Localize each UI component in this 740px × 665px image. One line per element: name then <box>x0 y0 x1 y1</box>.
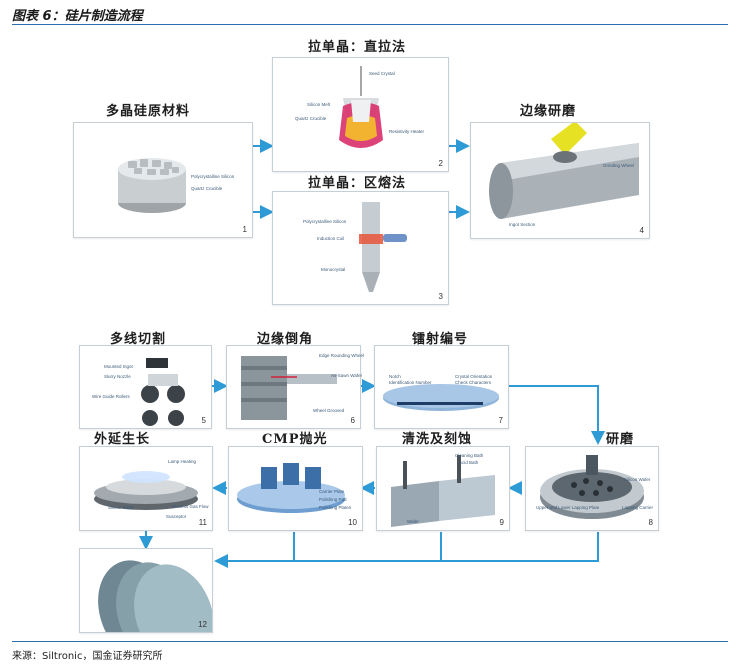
connector-8 <box>226 532 599 562</box>
step-3-box: Polycrystalline Silicon Induction Coil M… <box>272 191 449 305</box>
annotation: Silicon Wafer <box>108 505 135 510</box>
label-step-2: 拉单晶：直拉法 <box>308 40 407 55</box>
step-number: 3 <box>438 292 443 301</box>
annotation: Polishing Platen <box>319 505 352 510</box>
source-note: 来源：Siltronic，国金证券研究所 <box>12 651 163 662</box>
polysilicon-crucible-illustration <box>118 158 186 213</box>
step-number: 10 <box>348 518 357 527</box>
step-7-box: Notch Crystal Orientation Identification… <box>374 345 509 429</box>
annotation: Susceptor <box>166 514 187 519</box>
wire-saw-illustration <box>141 358 185 426</box>
annotation: Edge Rounding Wheel <box>319 353 365 358</box>
top-rule <box>12 24 728 25</box>
annotation: Upper and Lower Lapping Plate <box>536 505 600 510</box>
edge-rounding-illustration <box>241 356 337 420</box>
annotation: Carrier Plate <box>319 489 345 494</box>
annotation: Polycrystalline Silicon <box>303 219 347 224</box>
label-step-5: 多线切割 <box>110 332 167 347</box>
step-5-box: Mounted Ingot Slurry Nozzle Wire Guide R… <box>79 345 212 429</box>
annotation: Polishing Pad <box>319 497 347 502</box>
annotation: Silicon Melt <box>307 102 331 107</box>
step-number: 12 <box>198 620 207 629</box>
step-8-box: Silicon Wafer Upper and Lower Lapping Pl… <box>525 446 659 531</box>
step-12-box: 12 <box>79 548 214 665</box>
laser-marking-illustration <box>383 384 499 411</box>
step-number: 8 <box>648 518 653 527</box>
step-number: 11 <box>198 518 207 527</box>
annotation: Process Gas Flow <box>172 504 209 509</box>
label-step-8: 研磨 <box>606 432 635 447</box>
step-11-box: Lamp Heating Silicon Wafer Process Gas F… <box>79 446 213 531</box>
annotation: Polycrystalline Silicon <box>191 174 235 179</box>
step-4-box: Grinding Wheel Ingot Section 4 <box>470 121 650 239</box>
annotation: Wafer <box>407 519 419 524</box>
annotation: Silicon Wafer <box>624 477 651 482</box>
annotation: Resistivity Heater <box>389 129 425 134</box>
annotation: As-Sawn Wafer <box>331 373 363 378</box>
step-number: 6 <box>350 416 355 425</box>
label-step-4: 边缘研磨 <box>520 104 577 119</box>
step-6-box: Edge Rounding Wheel As-Sawn Wafer Wheel … <box>226 345 365 429</box>
cmp-polishing-illustration <box>237 463 345 513</box>
lapping-illustration <box>540 455 644 519</box>
annotation: Cleaning Bath <box>455 453 484 458</box>
annotation: Lapping Carrier <box>622 505 654 510</box>
step-1-box: Polycrystalline Silicon Quartz Crucible … <box>73 122 253 238</box>
label-step-1: 多晶硅原材料 <box>106 104 191 119</box>
label-step-7: 镭射编号 <box>412 332 469 347</box>
annotation: Monocrystal <box>321 267 346 272</box>
label-step-6: 边缘倒角 <box>257 332 314 347</box>
figure-title: 图表 6：硅片制造流程 <box>12 9 143 24</box>
arrow-7-8 <box>509 385 605 445</box>
step-2-box: Seed Crystal Silicon Melt Quartz Crucibl… <box>272 57 449 172</box>
annotation: Grinding Wheel <box>603 163 635 168</box>
annotation: Seed Crystal <box>369 71 395 76</box>
bottom-rule <box>12 641 728 642</box>
annotation: Slurry Nozzle <box>104 374 131 379</box>
annotation: Induction Coil <box>317 236 345 241</box>
label-step-3: 拉单晶：区熔法 <box>308 176 407 191</box>
cleaning-etching-illustration <box>391 455 495 527</box>
label-step-9: 清洗及刻蚀 <box>402 432 473 447</box>
label-step-11: 外延生长 <box>94 432 151 447</box>
step-number: 1 <box>242 225 247 234</box>
step-number: 9 <box>499 518 504 527</box>
step-number: 5 <box>201 416 206 425</box>
finished-wafers-illustration <box>98 560 214 665</box>
grinding-illustration <box>489 121 639 219</box>
label-step-10: CMP抛光 <box>262 432 328 447</box>
annotation: Identification Number <box>389 380 432 385</box>
step-10-box: Carrier Plate Polishing Pad Polishing Pl… <box>228 446 363 531</box>
annotation: Notch <box>389 374 401 379</box>
annotation: Acid Bath <box>459 460 479 465</box>
annotation: Quartz Crucible <box>295 116 327 121</box>
step-9-box: Cleaning Bath Acid Bath Wafer 9 <box>376 446 510 531</box>
epitaxy-illustration <box>94 471 198 510</box>
annotation: Quartz Crucible <box>191 186 223 191</box>
annotation: Wire Guide Rollers <box>92 394 130 399</box>
step-number: 2 <box>438 159 443 168</box>
annotation: Ingot Section <box>509 222 536 227</box>
step-number: 4 <box>639 226 644 235</box>
step-number: 7 <box>498 416 503 425</box>
annotation: Wheel Grooved <box>313 408 345 413</box>
annotation: Check Characters <box>455 380 492 385</box>
annotation: Crystal Orientation <box>455 374 493 379</box>
annotation: Lamp Heating <box>168 459 197 464</box>
float-zone-illustration <box>359 202 407 292</box>
annotation: Mounted Ingot <box>104 364 133 369</box>
czochralski-illustration <box>339 66 383 148</box>
